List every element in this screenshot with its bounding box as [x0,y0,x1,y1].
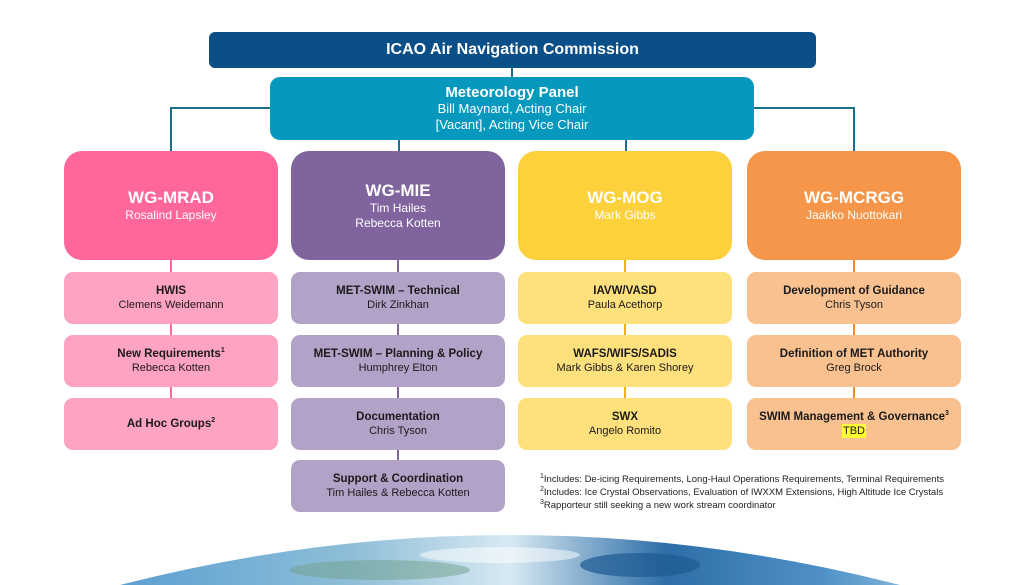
meteorology-panel-box: Meteorology Panel Bill Maynard, Acting C… [270,77,754,140]
connector-panel-wg-mog [625,140,627,151]
footnote-marker: 2 [211,417,216,425]
subgroup-title: SWIM Management & Governance3 [759,410,949,423]
subgroup-title: HWIS [155,285,187,297]
commission-box: ICAO Air Navigation Commission [209,32,816,68]
working-group-name: WG-MRAD [128,188,214,207]
connector-commission-panel [511,68,513,77]
connector-panel-right-drop [853,107,855,151]
subgroup-title: New Requirements1 [117,347,225,360]
connector-wg-mrad-subgroups [170,255,172,403]
working-group-lead: Rosalind Lapsley [125,208,217,222]
footnote-marker: 3 [945,410,949,418]
subgroup-title: SWX [611,411,639,423]
subgroup-lead: Angelo Romito [588,425,662,437]
working-group-name: WG-MOG [587,188,663,207]
earth-globe-image [120,535,900,585]
subgroup-title: IAVW/VASD [593,285,657,297]
subgroup-lead: Mark Gibbs & Karen Shorey [556,362,694,374]
subgroup-box: WAFS/WIFS/SADIS Mark Gibbs & Karen Shorey [518,335,732,387]
footnote-1: 1Includes: De-icing Requirements, Long-H… [540,472,944,485]
working-group-name: WG-MCRGG [803,188,905,207]
subgroup-title: MET-SWIM – Technical [336,285,460,297]
working-group-lead: Rebecca Kotten [355,215,441,230]
working-group-lead: Tim Hailes [369,200,427,215]
connector-wg-mcrgg-subgroups [853,255,855,403]
working-group-lead: Jaakko Nuottokari [805,208,903,222]
subgroup-title: MET-SWIM – Planning & Policy [313,348,483,360]
panel-vice-chair: [Vacant], Acting Vice Chair [435,116,589,132]
footnote-2: 2Includes: Ice Crystal Observations, Eva… [540,485,944,498]
subgroup-title: Support & Coordination [332,473,464,485]
panel-chair: Bill Maynard, Acting Chair [437,100,587,116]
connector-panel-right [754,107,854,109]
subgroup-title: WAFS/WIFS/SADIS [573,348,677,360]
subgroup-title: Development of Guidance [783,285,925,297]
panel-title: Meteorology Panel [445,83,579,101]
subgroup-title: Definition of MET Authority [779,348,929,360]
footnotes: 1Includes: De-icing Requirements, Long-H… [540,473,944,512]
footnote-3: 3Rapporteur still seeking a new work str… [540,498,776,511]
subgroup-lead: Rebecca Kotten [131,362,211,374]
subgroup-box: IAVW/VASD Paula Acethorp [518,272,732,324]
subgroup-lead: Chris Tyson [825,299,883,311]
subgroup-lead: Humphrey Elton [358,362,438,374]
subgroup-lead: Tim Hailes & Rebecca Kotten [326,487,470,499]
subgroup-lead: Dirk Zinkhan [367,299,429,311]
subgroup-box: HWIS Clemens Weidemann [64,272,278,324]
working-group-lead: Mark Gibbs [594,208,656,222]
connector-panel-wg-mie [398,140,400,151]
connector-wg-mog-subgroups [624,255,626,403]
subgroup-lead: Clemens Weidemann [118,299,224,311]
commission-title: ICAO Air Navigation Commission [386,41,639,58]
working-group-name: WG-MIE [365,180,431,200]
subgroup-lead: Paula Acethorp [587,299,663,311]
footnote-marker: 1 [220,347,225,355]
subgroup-box: SWX Angelo Romito [518,398,732,450]
subgroup-title: Ad Hoc Groups2 [126,417,216,430]
subgroup-box: Ad Hoc Groups2 [64,398,278,450]
subgroup-title: Documentation [356,411,440,423]
subgroup-lead: Greg Brock [826,362,882,374]
connector-panel-left-drop [170,107,172,151]
subgroup-lead: TBD [842,424,866,438]
connector-panel-left [170,107,270,109]
subgroup-lead: Chris Tyson [369,425,427,437]
